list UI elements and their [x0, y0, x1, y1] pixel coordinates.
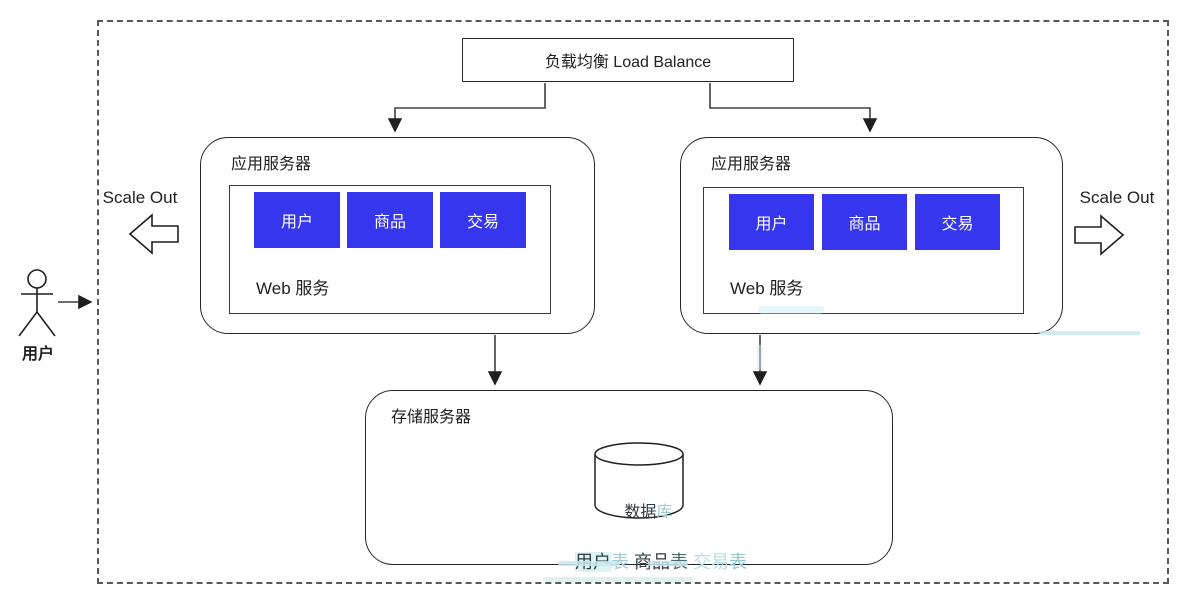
database-label-dark: 数据 — [624, 504, 657, 521]
module-products-label: 商品 — [373, 214, 406, 231]
tables-products: 商品 — [634, 552, 670, 572]
tables-suffix-1: 表 — [610, 552, 634, 572]
scale-out-right-label: Scale Out — [1079, 188, 1155, 207]
module-products-label: 商品 — [848, 216, 881, 233]
web-service-right-box: 用户 商品 交易 Web 服务 — [703, 187, 1024, 314]
tables-users: 用户 — [574, 552, 611, 572]
web-service-left-box: 用户 商品 交易 Web 服务 — [229, 185, 551, 314]
tables-suffix-3: 表 — [729, 552, 748, 572]
database-tables-label: 用户表 商品表 交易表 — [520, 527, 782, 595]
load-balancer-node: 负载均衡 Load Balance — [462, 38, 794, 82]
module-products: 商品 — [347, 192, 433, 248]
module-trades: 交易 — [440, 192, 526, 248]
tables-suffix-2: 表 — [670, 552, 694, 572]
module-users: 用户 — [254, 192, 340, 248]
storage-server-node: 存储服务器 — [365, 390, 893, 565]
app-server-left-node: 应用服务器 用户 商品 交易 Web 服务 — [200, 137, 595, 334]
tables-trades: 交易 — [693, 552, 730, 572]
user-actor-icon — [18, 269, 56, 337]
database-label-tinted: 库 — [656, 504, 673, 521]
module-users: 用户 — [729, 194, 814, 250]
app-server-right-node: 应用服务器 用户 商品 交易 Web 服务 — [680, 137, 1063, 334]
web-service-right-label: Web 服务 — [730, 279, 804, 298]
load-balancer-label: 负载均衡 Load Balance — [544, 54, 712, 71]
app-server-right-title: 应用服务器 — [711, 156, 792, 173]
module-trades-label: 交易 — [941, 216, 974, 233]
module-trades: 交易 — [915, 194, 1000, 250]
module-users-label: 用户 — [755, 216, 788, 233]
app-server-left-title: 应用服务器 — [231, 156, 312, 173]
scale-out-left-label: Scale Out — [102, 188, 178, 207]
module-products: 商品 — [822, 194, 907, 250]
storage-server-title: 存储服务器 — [391, 409, 472, 426]
module-trades-label: 交易 — [466, 214, 499, 231]
system-boundary-dashed-border — [97, 20, 1169, 584]
module-users-label: 用户 — [280, 214, 313, 231]
user-actor-label: 用户 — [21, 346, 54, 363]
web-service-left-label: Web 服务 — [256, 279, 330, 298]
